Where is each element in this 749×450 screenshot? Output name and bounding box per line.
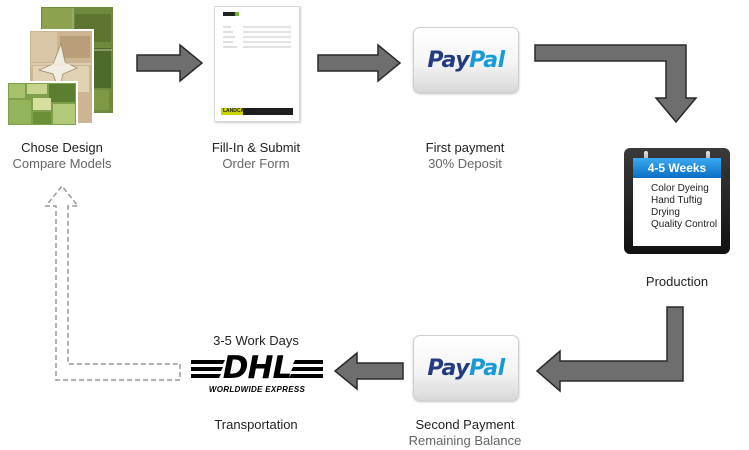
dhl-speed-lines — [191, 360, 323, 378]
label-order-form-title: Fill-In & Submit — [211, 140, 301, 155]
order-form-brand: LANDCARPET — [223, 108, 258, 114]
paypal-logo-first: PayPal — [413, 27, 519, 93]
label-transportation: Transportation — [190, 417, 322, 433]
label-transportation-title: Transportation — [214, 417, 298, 432]
calendar-task: Drying — [651, 207, 680, 218]
dhl-tagline: WORLDWIDE EXPRESS — [208, 385, 306, 394]
design-thumbnails — [6, 5, 115, 127]
label-design-title: Chose Design — [21, 140, 103, 155]
calendar-task: Color Dyeing — [651, 183, 709, 194]
label-transport-duration-text: 3-5 Work Days — [213, 333, 299, 348]
paypal-wordmark-second: PayPal — [427, 355, 505, 381]
calendar-task: Quality Control — [651, 219, 718, 230]
order-form-sheet: LANDCARPET — [214, 6, 300, 122]
label-design-subtitle: Compare Models — [12, 156, 112, 171]
label-first-payment: First payment 30% Deposit — [405, 140, 525, 172]
label-order-form-subtitle: Order Form — [222, 156, 290, 171]
arrow-paypal-to-production — [534, 44, 698, 124]
design-card-front — [6, 81, 78, 127]
label-second-payment-title: Second Payment — [415, 417, 515, 432]
label-first-payment-subtitle: 30% Deposit — [428, 156, 502, 171]
label-second-payment-subtitle: Remaining Balance — [408, 433, 522, 448]
dhl-logo: DHL WORLDWIDE EXPRESS — [191, 350, 323, 396]
label-transport-duration: 3-5 Work Days — [190, 333, 322, 349]
calendar-ring-left — [644, 151, 648, 163]
production-calendar: 4-5 Weeks Color Dyeing Hand Tuftig Dryin… — [624, 148, 730, 254]
arrow-dashed-return — [44, 184, 181, 381]
dhl-wordmark: DHL — [222, 350, 292, 386]
label-production-title: Production — [645, 274, 709, 289]
label-production: Production — [617, 274, 737, 290]
calendar-task-list: Color Dyeing Hand Tuftig Drying Quality … — [633, 178, 721, 246]
arrow-production-to-payment — [535, 306, 684, 393]
calendar-ring-right — [706, 151, 710, 163]
label-design: Chose Design Compare Models — [0, 140, 124, 172]
arrow-design-to-form — [136, 43, 204, 83]
calendar-task: Hand Tuftig — [651, 195, 703, 206]
label-first-payment-title: First payment — [425, 140, 505, 155]
calendar-header: 4-5 Weeks — [633, 158, 721, 178]
arrow-form-to-paypal — [317, 43, 402, 83]
label-second-payment: Second Payment Remaining Balance — [397, 417, 533, 449]
arrow-payment-to-dhl — [333, 351, 404, 391]
order-form-lines — [221, 12, 293, 115]
paypal-logo-second: PayPal — [413, 335, 519, 401]
label-order-form: Fill-In & Submit Order Form — [196, 140, 316, 172]
paypal-wordmark-first: PayPal — [427, 47, 505, 73]
